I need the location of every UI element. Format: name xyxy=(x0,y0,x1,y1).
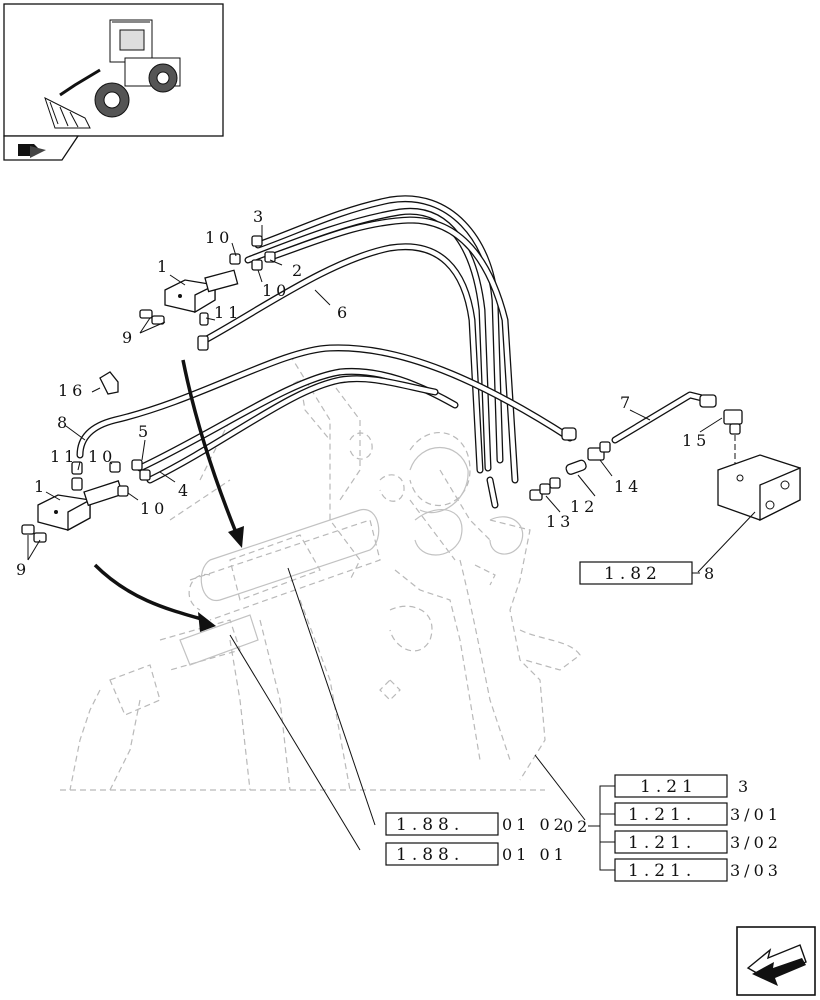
svg-text:1.21.: 1.21. xyxy=(628,861,696,881)
svg-text:3/01: 3/01 xyxy=(730,805,782,824)
callout-11-bottom: 11 xyxy=(50,447,78,466)
loader-frame-outline xyxy=(60,354,581,791)
ref-1-21-3-01[interactable]: 1.21. 3/01 xyxy=(614,802,782,826)
callout-2: 2 xyxy=(292,261,306,280)
ref-bracket-1-21: 02 xyxy=(563,785,615,871)
callout-10-c: 10 xyxy=(88,447,116,466)
callout-9-top: 9 xyxy=(122,328,136,347)
svg-text:3/03: 3/03 xyxy=(730,861,782,880)
callout-11-top: 11 xyxy=(214,303,242,322)
svg-text:3: 3 xyxy=(738,777,752,796)
callout-5: 5 xyxy=(138,422,152,441)
callout-6: 6 xyxy=(337,303,351,322)
callout-7: 7 xyxy=(620,393,634,412)
ref-1-21-3-02[interactable]: 1.21. 3/02 xyxy=(614,830,782,854)
ref-1-82[interactable]: 1.82 8 xyxy=(579,561,718,585)
callout-10-d: 10 xyxy=(140,499,168,518)
ref-1-21-3[interactable]: 1.21 3 xyxy=(614,774,752,798)
svg-text:02: 02 xyxy=(563,817,591,836)
callout-14: 14 xyxy=(614,477,642,496)
callout-4: 4 xyxy=(178,481,192,500)
hose-lower-group xyxy=(76,344,714,484)
callout-3: 3 xyxy=(253,207,267,226)
svg-text:1.82: 1.82 xyxy=(604,564,662,584)
ref-1-88-01-01[interactable]: 1.88. 01 01 xyxy=(385,842,568,866)
right-fittings xyxy=(529,394,801,522)
svg-text:3/02: 3/02 xyxy=(730,833,782,852)
svg-text:1.21.: 1.21. xyxy=(628,805,696,825)
ref-1-88-01-02[interactable]: 1.88. 01 02 xyxy=(385,812,568,836)
svg-text:1.88.: 1.88. xyxy=(396,815,464,835)
valve-block-top xyxy=(139,235,276,351)
next-page-arrow-icon[interactable] xyxy=(736,926,816,996)
direction-arrow-1 xyxy=(181,359,244,548)
ref-1-21-3-03[interactable]: 1.21. 3/03 xyxy=(614,858,782,882)
svg-text:1.88.: 1.88. xyxy=(396,845,464,865)
callout-12: 12 xyxy=(570,497,598,516)
callout-15: 15 xyxy=(682,431,710,450)
callout-1-bottom: 1 xyxy=(34,477,48,496)
svg-text:1.21: 1.21 xyxy=(640,777,698,797)
callout-16: 16 xyxy=(58,381,86,400)
direction-arrow-2 xyxy=(93,563,216,632)
callout-labels: 1 1 2 3 4 5 6 7 8 9 9 10 10 10 10 11 11 … xyxy=(16,207,710,579)
valve-block-bottom xyxy=(21,459,151,543)
svg-text:8: 8 xyxy=(704,564,718,583)
callout-9-bottom: 9 xyxy=(16,560,30,579)
svg-text:1.21.: 1.21. xyxy=(628,833,696,853)
svg-text:01 02: 01 02 xyxy=(502,815,568,834)
svg-text:01 01: 01 01 xyxy=(502,845,568,864)
callout-1-top: 1 xyxy=(157,257,171,276)
wheel-loader-thumbnail[interactable] xyxy=(3,3,224,137)
callout-8: 8 xyxy=(57,413,71,432)
leader-lines xyxy=(27,225,756,851)
callout-10-a: 10 xyxy=(205,228,233,247)
hose-bundle-main xyxy=(201,195,519,509)
clamp-16 xyxy=(99,371,119,395)
callout-10-b: 10 xyxy=(262,281,290,300)
callout-13: 13 xyxy=(546,512,574,531)
book-arrow-icon[interactable] xyxy=(3,135,80,161)
